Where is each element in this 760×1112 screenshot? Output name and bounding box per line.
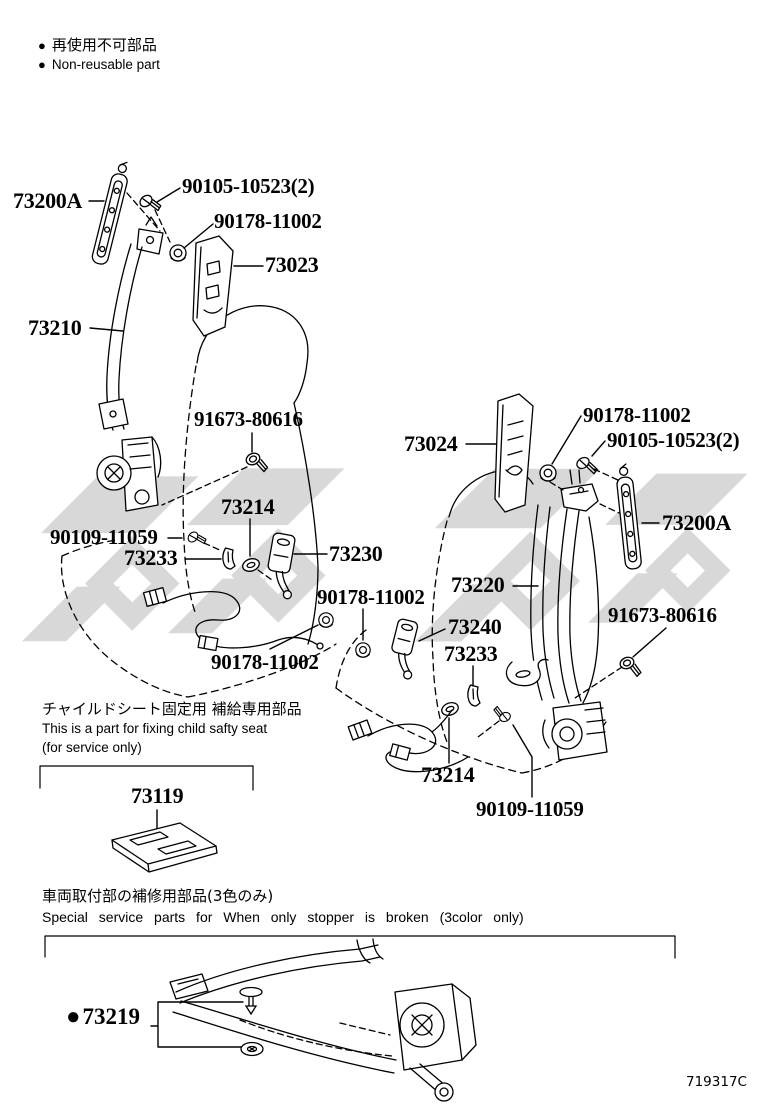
screw-90109-left xyxy=(184,527,208,547)
child-seat-note-en1: This is a part for fixing child safty se… xyxy=(42,721,268,736)
part-73219-group xyxy=(150,1001,244,1048)
bullet-icon: ● xyxy=(38,57,46,72)
leader-lines xyxy=(88,187,667,833)
nut-90178-right xyxy=(539,464,557,482)
part-label-90105-right: 90105-10523(2) xyxy=(607,428,740,452)
bullet-icon: ● xyxy=(66,1003,81,1030)
legend-row-en: ● Non-reusable part xyxy=(38,55,160,74)
legend: ● 再使用不可部品 ● Non-reusable part xyxy=(38,36,160,74)
part-label-73233-left: 73233 xyxy=(124,545,178,570)
part-label-73240: 73240 xyxy=(448,614,502,639)
buckle-73240 xyxy=(391,618,419,680)
legend-en-text: Non-reusable part xyxy=(51,57,160,72)
part-label-73119: 73119 xyxy=(131,783,184,808)
part-label-90178-low-left: 90178-11002 xyxy=(211,650,319,674)
part-label-90178-mid: 90178-11002 xyxy=(317,585,425,609)
part-label-73214-bottom: 73214 xyxy=(421,762,475,787)
trim-73024 xyxy=(494,393,534,513)
belt-hook-right xyxy=(505,658,549,687)
harness-right xyxy=(347,709,469,773)
part-label-73214-left: 73214 xyxy=(221,494,275,519)
bullet-icon: ● xyxy=(38,38,46,53)
part-label-73200a-right: 73200A xyxy=(662,510,732,535)
legend-row-jp: ● 再使用不可部品 xyxy=(38,36,160,55)
service-part-box-2 xyxy=(44,935,676,959)
part-label-73219-number: 73219 xyxy=(82,1004,141,1029)
special-service-note-jp: 車両取付部の補修用部品(3色のみ) xyxy=(42,887,274,905)
part-label-90105-left: 90105-10523(2) xyxy=(182,174,315,198)
retractor-73220 xyxy=(542,701,608,761)
bottom-belt-drawing xyxy=(169,938,477,1102)
legend-jp-text: 再使用不可部品 xyxy=(51,36,157,54)
stopper-73219 xyxy=(239,986,263,1015)
part-label-91673-left: 91673-80616 xyxy=(194,407,303,431)
part-label-73230: 73230 xyxy=(329,541,383,566)
part-label-73023: 73023 xyxy=(265,252,319,277)
part-label-90178-top-left: 90178-11002 xyxy=(214,209,322,233)
part-label-73219: ● 73219 xyxy=(66,1004,140,1030)
child-seat-note: チャイルドシート固定用 補給専用部品 This is a part for fi… xyxy=(42,700,302,757)
part-label-90109-bottom: 90109-11059 xyxy=(476,797,584,821)
part-label-90109-left: 90109-11059 xyxy=(50,525,158,549)
bolt-91673-right xyxy=(615,651,646,678)
screw-90109-bottom xyxy=(490,705,515,726)
belt-73220 xyxy=(530,469,599,704)
special-service-note-en: Special service parts for When only stop… xyxy=(42,909,524,925)
part-label-73210: 73210 xyxy=(28,315,82,340)
dashed-assembly-lines xyxy=(126,192,623,738)
grommet-73219 xyxy=(240,1041,264,1057)
nut-90178-mid xyxy=(355,642,371,658)
rail-73200a-left xyxy=(90,159,133,267)
part-label-73024: 73024 xyxy=(404,431,458,456)
buckle-73230 xyxy=(267,532,296,600)
nut-90178-low-left xyxy=(318,612,334,628)
part-label-91673-right: 91673-80616 xyxy=(608,603,717,627)
clamp-73233-left xyxy=(222,547,236,570)
ring-73214-bottom xyxy=(439,699,461,719)
child-seat-note-en2: (for service only) xyxy=(42,740,142,755)
special-service-note: 車両取付部の補修用部品(3色のみ) Special service parts … xyxy=(42,886,524,928)
belt-73210 xyxy=(98,216,164,431)
part-label-73200a-left: 73200A xyxy=(13,188,83,213)
harness-left xyxy=(142,587,324,652)
trim-73023 xyxy=(192,235,234,337)
service-part-box-1 xyxy=(39,765,254,791)
child-seat-note-jp: チャイルドシート固定用 補給専用部品 xyxy=(42,700,302,718)
left-seat-outline xyxy=(60,305,337,698)
nut-90178-top-left xyxy=(169,244,187,262)
part-label-90178-right: 90178-11002 xyxy=(583,403,691,427)
drawing-code: 719317C xyxy=(686,1074,747,1090)
retractor-73210 xyxy=(96,436,162,512)
plate-73119 xyxy=(111,822,218,873)
part-label-73220: 73220 xyxy=(451,572,505,597)
part-label-73233-right: 73233 xyxy=(444,641,498,666)
clamp-73233-right xyxy=(467,684,481,707)
